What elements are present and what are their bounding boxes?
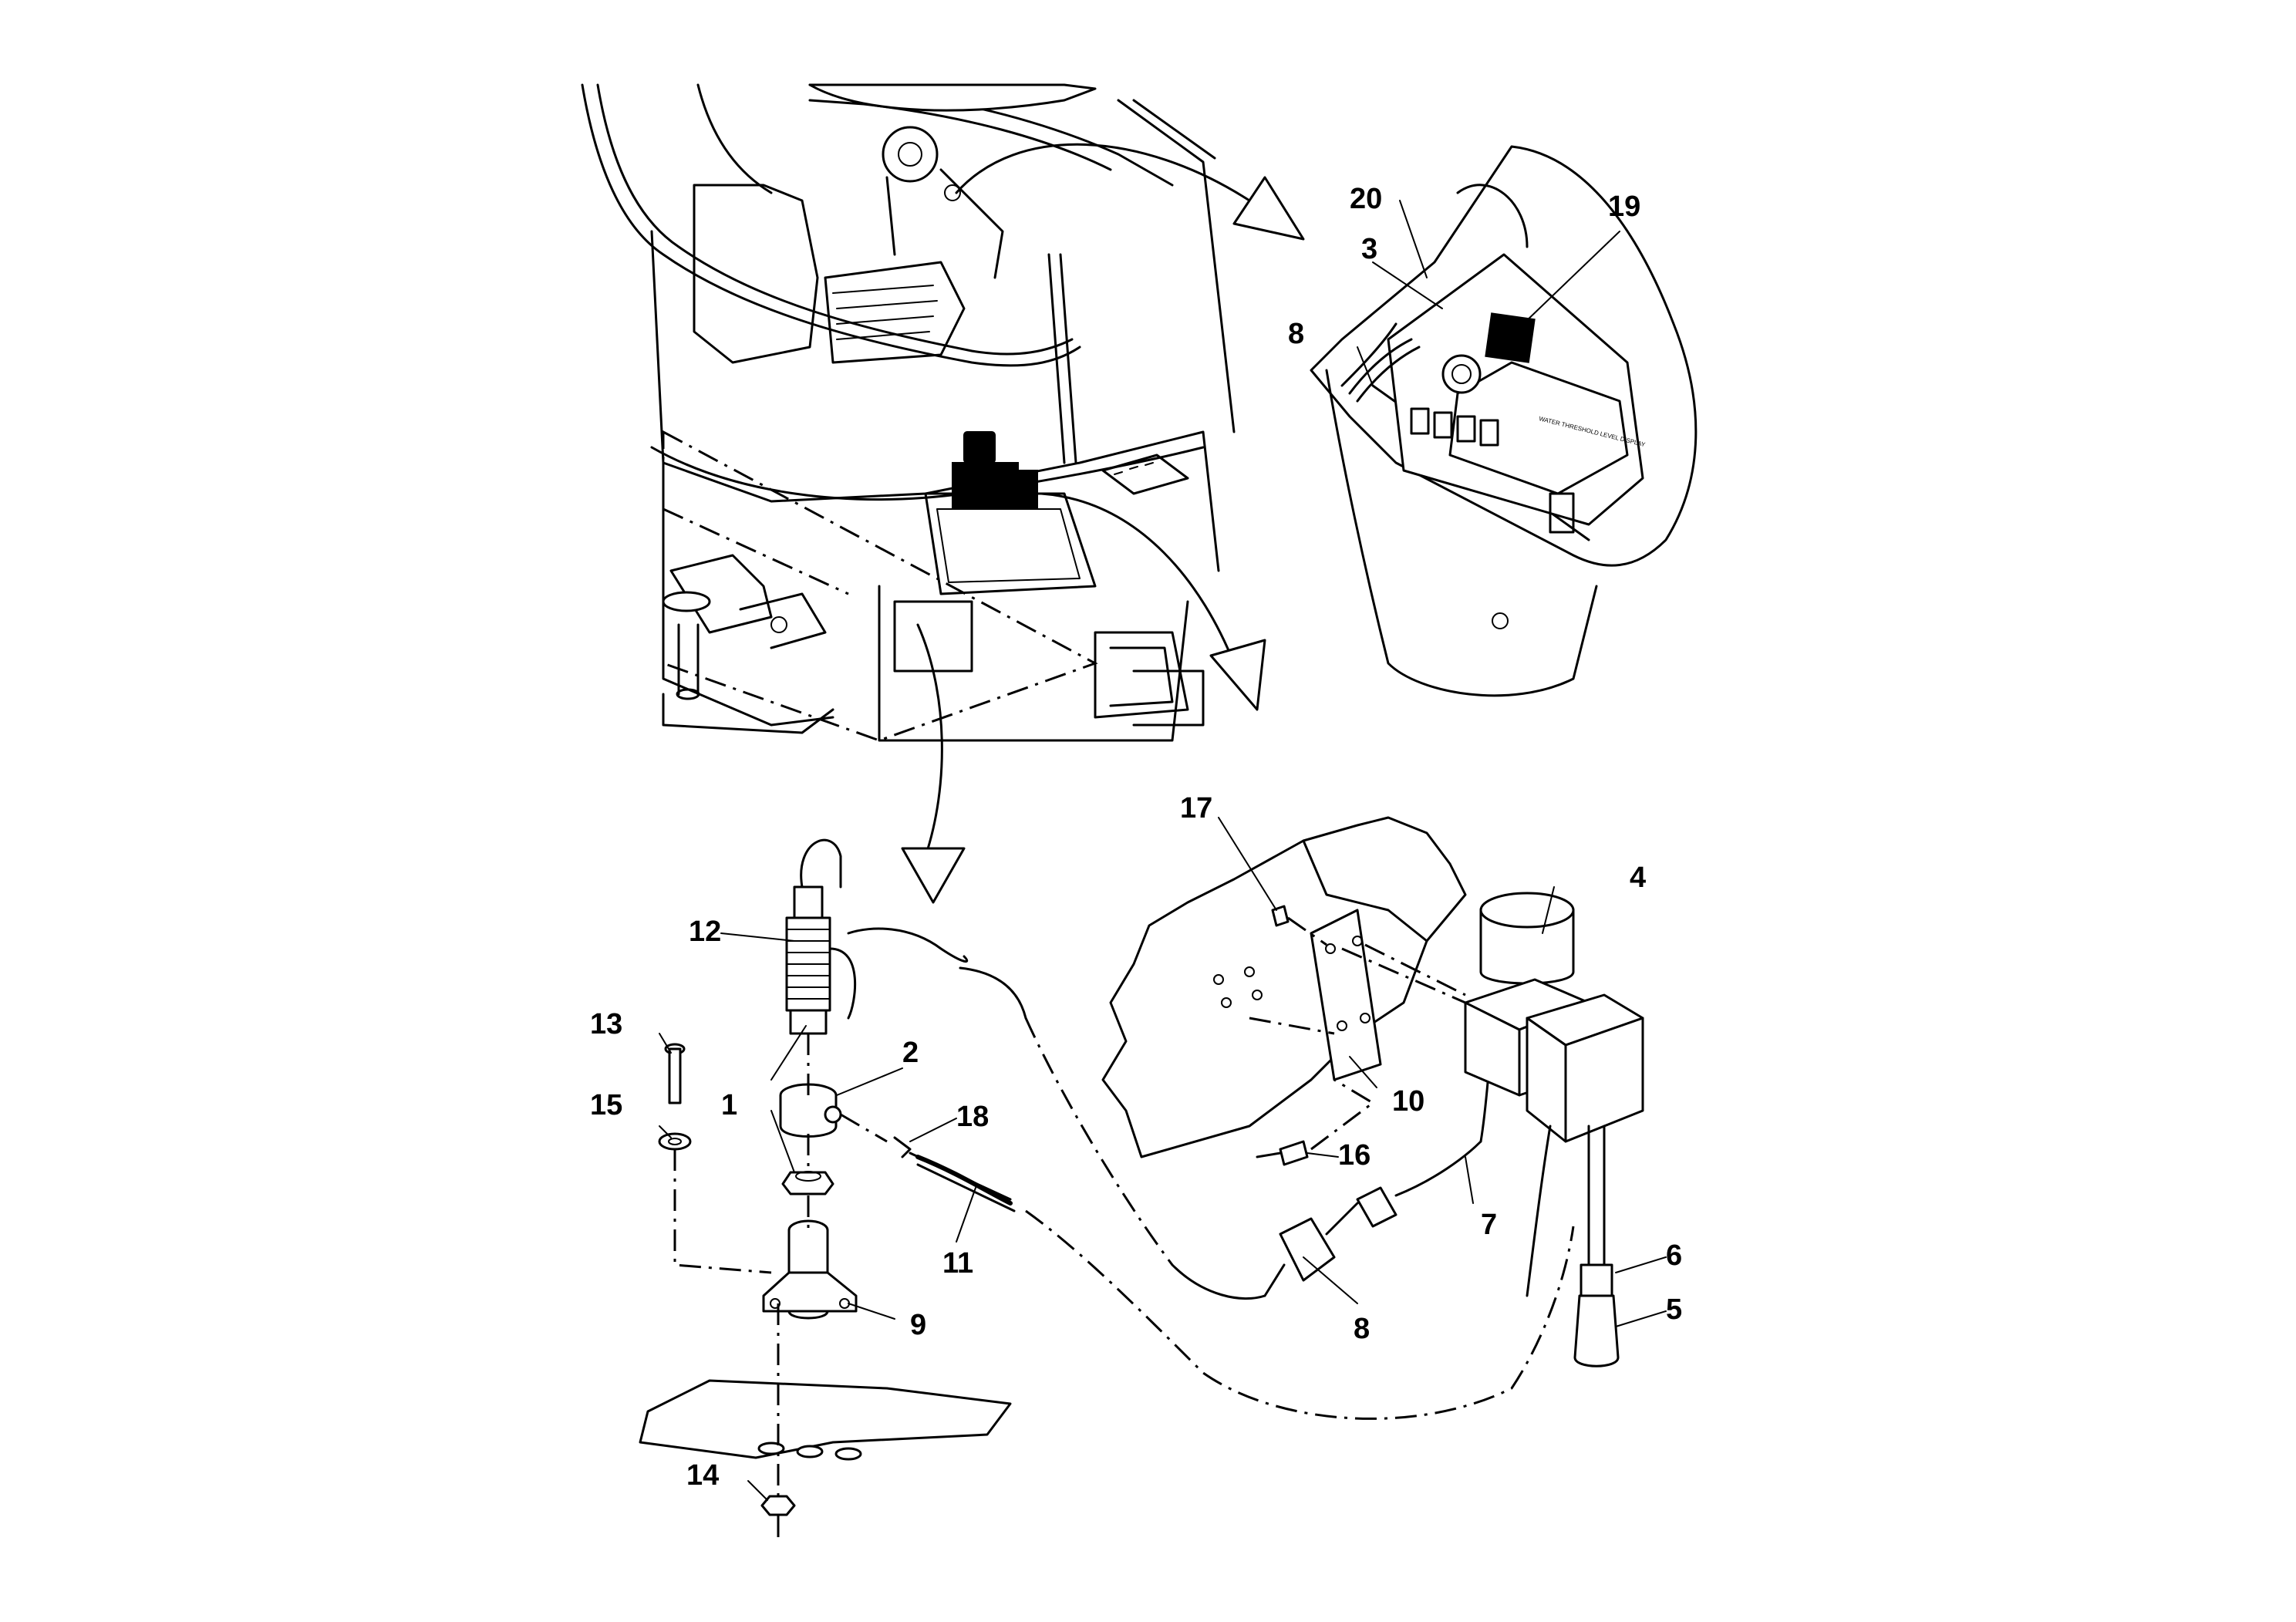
callout-20: 20	[1350, 183, 1382, 215]
callout-labels: 1 2 3 4 5 6 7 8 8 9 10 11 12 13 14 15 16…	[590, 183, 1682, 1492]
callout-8-panel: 8	[1288, 318, 1304, 350]
callout-9: 9	[910, 1309, 926, 1341]
arrow-to-panel	[955, 143, 1305, 241]
callout-16: 16	[1338, 1139, 1371, 1172]
callout-19: 19	[1608, 191, 1640, 223]
leader-lines	[659, 200, 1667, 1501]
callout-3: 3	[1361, 233, 1377, 265]
callout-2: 2	[902, 1037, 919, 1069]
callout-13: 13	[590, 1008, 622, 1040]
control-panel: WATER THRESHOLD LEVEL DISPLAY	[1310, 145, 1698, 697]
callout-18: 18	[956, 1101, 989, 1133]
callout-10: 10	[1392, 1085, 1424, 1118]
callout-14: 14	[686, 1459, 719, 1492]
callout-6: 6	[1666, 1239, 1682, 1272]
wiring-harness	[847, 927, 1575, 1420]
callout-7: 7	[1481, 1209, 1497, 1241]
callout-5: 5	[1666, 1293, 1682, 1326]
callout-15: 15	[590, 1089, 622, 1121]
callout-1-lower: 1	[721, 1089, 737, 1121]
arrow-to-sensor	[901, 623, 966, 904]
relay-assembly	[1101, 816, 1644, 1367]
sensor-assembly	[639, 838, 1016, 1543]
callout-17: 17	[1180, 792, 1212, 824]
callout-4: 4	[1630, 862, 1646, 894]
callout-11: 11	[942, 1247, 973, 1280]
callout-12: 12	[689, 916, 721, 948]
arrow-to-relay	[1040, 492, 1266, 711]
callout-8-connector: 8	[1354, 1313, 1370, 1345]
machine-overview	[581, 83, 1236, 742]
